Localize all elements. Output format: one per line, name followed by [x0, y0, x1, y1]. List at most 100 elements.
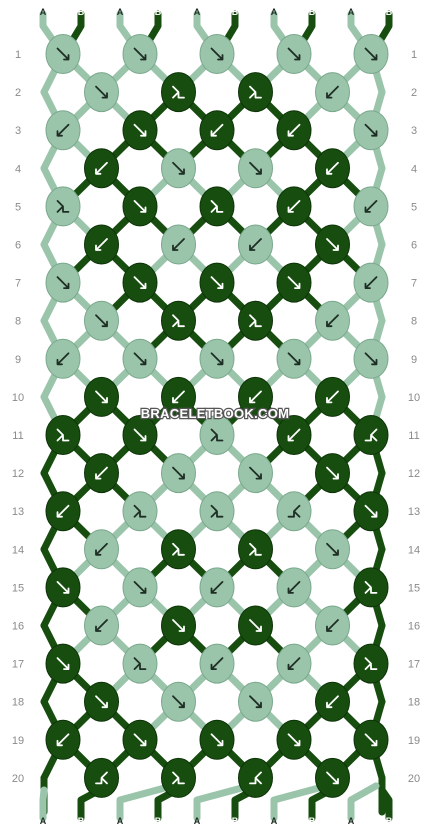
knot: [315, 72, 350, 113]
knot: [238, 224, 273, 265]
row-number-left: 18: [12, 697, 24, 709]
knot: [199, 186, 235, 227]
knot: [161, 757, 196, 798]
arrow-down-right-icon: [249, 466, 262, 480]
row-number-left: 13: [12, 506, 24, 518]
arrow-down-right-icon: [133, 581, 147, 594]
row-number-right: 19: [408, 735, 420, 747]
strand-end: [193, 782, 253, 822]
knot: [84, 529, 119, 570]
arrow-down-right-icon: [95, 85, 108, 99]
knot: [315, 529, 350, 570]
row-number-left: 17: [12, 659, 24, 671]
strand-letter: B: [232, 7, 239, 17]
knot: [353, 643, 389, 684]
arrow-down-left-icon: [287, 581, 301, 594]
arrow-down-right-icon: [133, 276, 147, 289]
arrow-down-left-icon: [287, 657, 301, 670]
row-number-left: 8: [15, 316, 21, 328]
arrow-down-right-icon: [287, 276, 301, 289]
arrow-down-right-icon: [133, 657, 147, 670]
arrow-down-left-icon: [326, 619, 339, 632]
row-number-right: 17: [408, 659, 420, 671]
strand-letter: A: [40, 7, 47, 17]
arrow-down-left-icon: [210, 657, 224, 670]
arrow-down-right-icon: [210, 733, 224, 747]
arrow-down-right-icon: [210, 47, 224, 61]
knot: [238, 453, 273, 494]
row-number-right: 5: [411, 201, 417, 213]
row-number-right: 10: [408, 392, 420, 404]
arrow-down-left-icon: [364, 200, 378, 213]
knot: [84, 148, 119, 189]
knot: [199, 567, 235, 608]
knot: [84, 72, 119, 113]
knot: [238, 376, 273, 417]
knot: [276, 110, 312, 151]
arrow-down-right-icon: [172, 161, 185, 175]
row-number-right: 9: [411, 354, 417, 366]
knot: [45, 567, 81, 608]
strand-letter: A: [271, 816, 278, 826]
knot: [238, 300, 273, 341]
strand-letter: B: [232, 816, 239, 826]
arrow-down-right-icon: [56, 200, 70, 213]
arrow-down-right-icon: [133, 47, 147, 61]
row-number-left: 16: [12, 621, 24, 633]
knot: [161, 72, 196, 113]
knot: [45, 643, 81, 684]
arrow-down-right-icon: [133, 504, 147, 518]
knot: [161, 529, 196, 570]
arrow-down-left-icon: [326, 314, 339, 328]
watermark-text: BRACELETBOOK.COM: [141, 406, 290, 421]
arrow-down-left-icon: [249, 771, 262, 785]
knot: [199, 719, 235, 760]
knot: [353, 719, 389, 760]
row-number-right: 15: [408, 582, 420, 594]
knot: [161, 605, 196, 646]
arrow-down-right-icon: [172, 314, 185, 328]
knot: [84, 453, 119, 494]
knot: [45, 34, 81, 74]
arrow-down-right-icon: [56, 657, 70, 670]
arrow-down-right-icon: [249, 314, 262, 328]
arrow-down-right-icon: [364, 733, 378, 747]
row-number-right: 6: [411, 240, 417, 252]
arrow-down-left-icon: [326, 695, 339, 709]
strand-end: [116, 782, 176, 822]
strand-end: [378, 786, 393, 822]
knot: [353, 567, 389, 608]
arrow-down-right-icon: [172, 466, 185, 480]
strand-letter: B: [309, 816, 316, 826]
arrow-down-right-icon: [364, 123, 378, 137]
knot: [353, 491, 389, 532]
row-number-right: 3: [411, 125, 417, 137]
knot: [199, 110, 235, 151]
row-number-right: 7: [411, 278, 417, 290]
strand-end: [347, 782, 380, 822]
arrow-down-right-icon: [133, 200, 147, 213]
knot: [45, 262, 81, 303]
knot: [122, 34, 158, 74]
arrow-down-left-icon: [287, 123, 301, 137]
arrow-down-right-icon: [210, 200, 224, 213]
knot: [199, 415, 235, 455]
knot: [238, 529, 273, 570]
arrow-down-left-icon: [249, 390, 262, 404]
knot: [161, 681, 196, 722]
knot: [161, 300, 196, 341]
knot: [199, 338, 235, 379]
arrow-down-left-icon: [287, 504, 301, 518]
knot-layer: [45, 34, 389, 798]
arrow-down-left-icon: [287, 200, 301, 213]
arrow-down-right-icon: [364, 47, 378, 61]
knot: [199, 34, 235, 74]
knot: [45, 110, 81, 151]
knot: [238, 148, 273, 189]
knot: [353, 338, 389, 379]
arrow-down-right-icon: [326, 466, 339, 480]
knot: [84, 376, 119, 417]
knot: [122, 567, 158, 608]
